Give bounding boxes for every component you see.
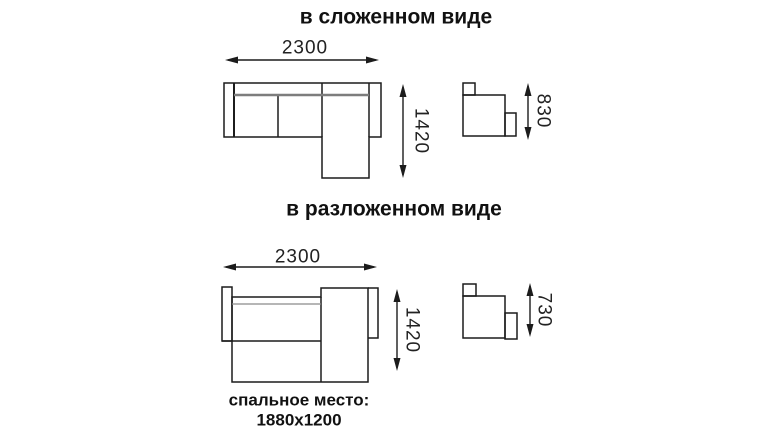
unfolded-top-view	[221, 286, 379, 383]
unfolded-depth-dimension: 1420	[401, 306, 423, 354]
folded-depth-dimension: 1420	[410, 107, 432, 155]
folded-width-dimension: 2300	[281, 37, 329, 59]
unfolded-dimension-arrows	[223, 263, 534, 371]
folded-side-view	[462, 82, 517, 137]
title-unfolded: в разложенном виде	[286, 197, 502, 221]
unfolded-side-view	[462, 283, 518, 340]
left-armrest	[221, 286, 233, 342]
unfolded-width-dimension: 2300	[274, 246, 322, 268]
folded-top-view	[223, 82, 382, 179]
sleeping-area-size: 1880х1200	[256, 410, 342, 430]
backrest-top-block	[462, 82, 476, 96]
seat-front-block	[504, 312, 518, 340]
folded-height-dimension: 830	[532, 93, 554, 129]
backrest-top-block	[462, 283, 477, 297]
side-body-block	[462, 295, 506, 339]
sofa-outline	[223, 82, 382, 179]
title-folded: в сложенном виде	[299, 5, 493, 29]
folded-dimension-arrows	[225, 56, 532, 178]
seat-front-block	[504, 112, 517, 137]
side-body-block	[462, 94, 506, 137]
unfolded-height-dimension: 730	[533, 292, 555, 328]
bed-outline	[231, 287, 369, 383]
sleeping-area-label: спальное место:	[228, 390, 370, 410]
right-armrest	[368, 287, 379, 339]
